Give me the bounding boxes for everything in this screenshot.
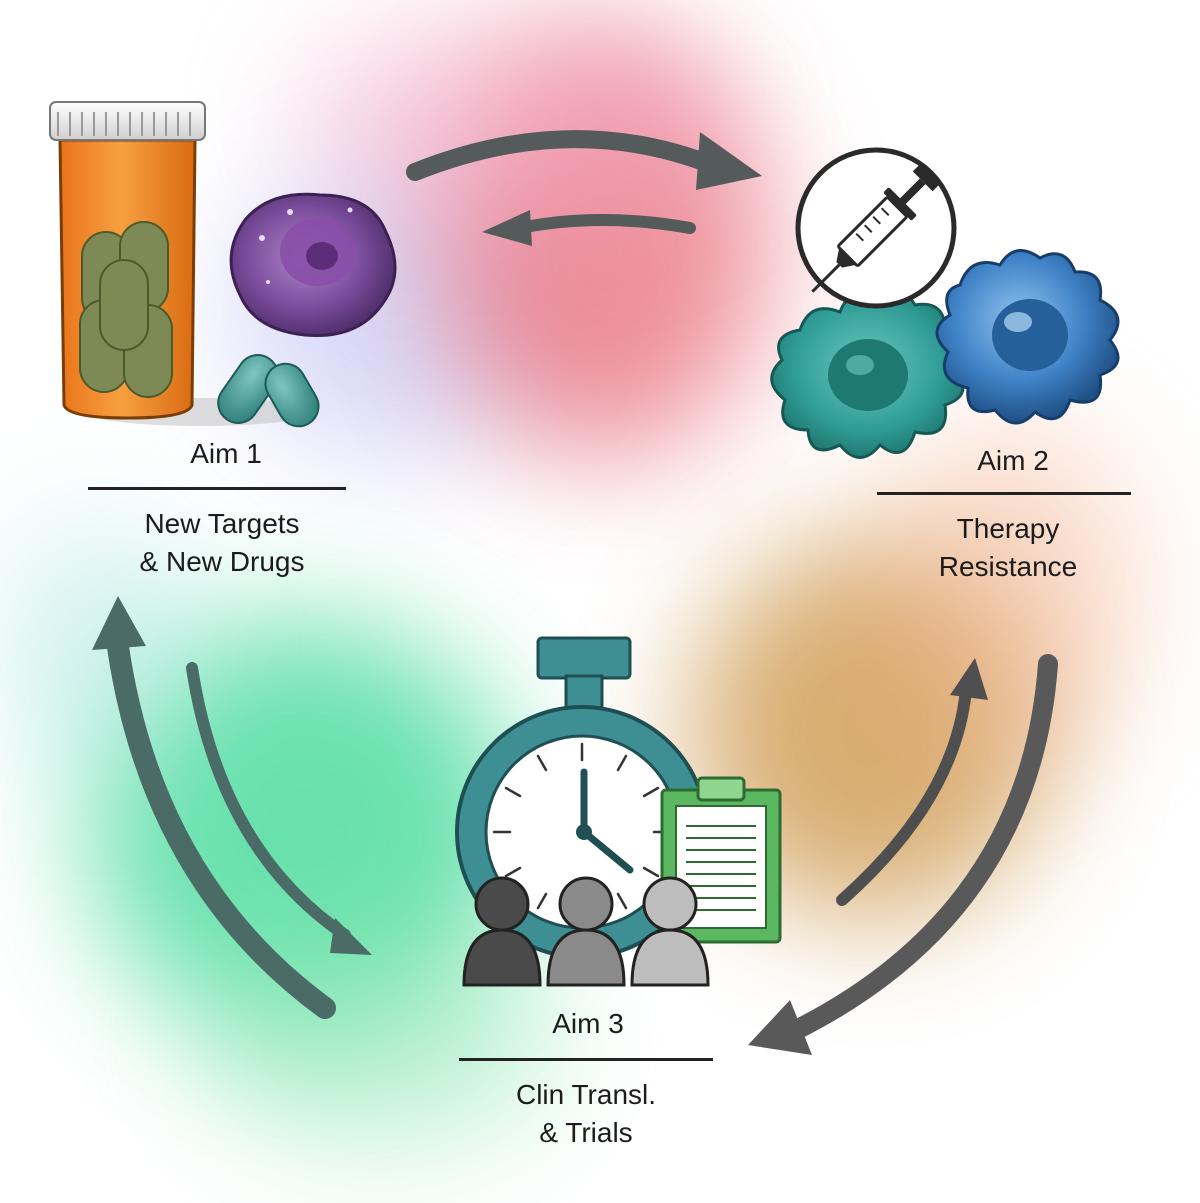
- aim2-divider: [877, 492, 1131, 495]
- aim1-description-line2: & New Drugs: [139, 546, 305, 577]
- syringe-icon: [795, 147, 957, 309]
- aim1-title: Aim 1: [190, 438, 262, 469]
- aim3-description-line1: Clin Transl.: [515, 1079, 657, 1110]
- arrow-aim3-to-aim2: [836, 658, 988, 906]
- aim2-glow-upper: [300, 20, 720, 220]
- pill-bottle-icon: [49, 101, 315, 426]
- arrow-aim1-to-aim2: [406, 130, 762, 190]
- capsule-icon: [217, 354, 320, 428]
- aim1-divider: [88, 487, 346, 490]
- aim2-description: Therapy Resistance: [858, 510, 1158, 586]
- arrow-aim1-to-aim3: [186, 662, 372, 955]
- aim2-title: Aim 2: [977, 445, 1049, 476]
- aim2-description-line2: Resistance: [938, 551, 1078, 582]
- aim3-divider: [459, 1058, 713, 1061]
- aim1-description: New Targets & New Drugs: [72, 505, 372, 581]
- aim3-description-line2: & Trials: [539, 1117, 633, 1148]
- aim1-left-glow: [0, 520, 200, 780]
- aim2-description-line1: Therapy: [956, 513, 1060, 544]
- arrow-aim2-to-aim3: [748, 654, 1058, 1055]
- aim2-right-glow: [880, 420, 1140, 760]
- teal-cell-icon: [770, 289, 965, 459]
- aim3-description: Clin Transl. & Trials: [436, 1076, 736, 1152]
- aim3-title: Aim 3: [552, 1008, 624, 1039]
- arrow-aim2-to-aim1: [482, 210, 696, 246]
- people-icon: [462, 876, 710, 987]
- aim1-description-line1: New Targets: [144, 508, 300, 539]
- purple-cell-icon: [229, 192, 397, 338]
- arrow-aim3-to-aim1: [92, 596, 336, 1019]
- blue-cell-icon: [935, 249, 1120, 425]
